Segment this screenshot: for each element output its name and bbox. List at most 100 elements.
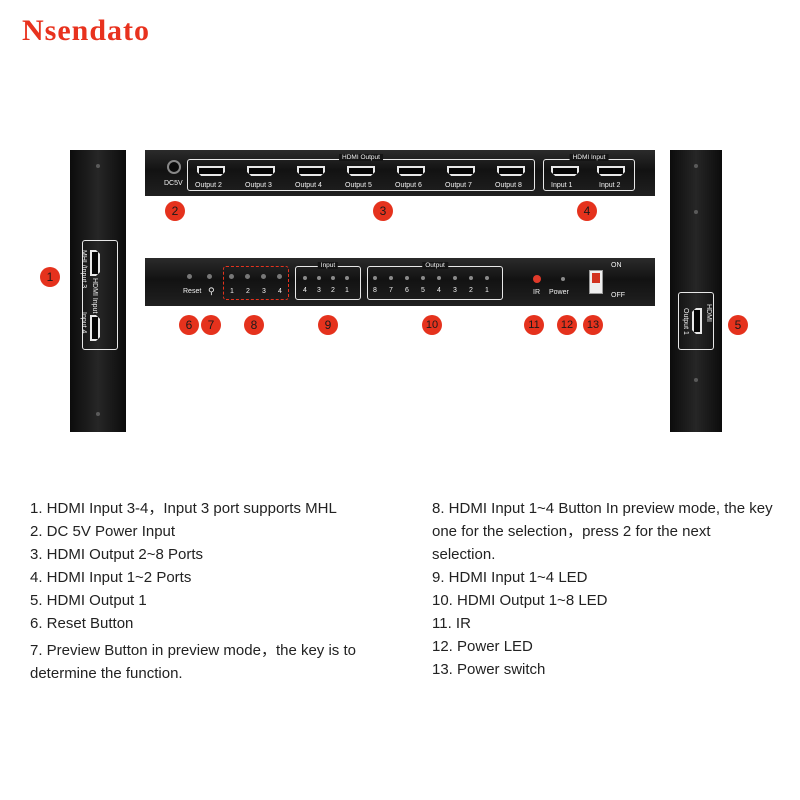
output-led-number-5: 5 bbox=[421, 287, 425, 294]
hdmi-port-input-2 bbox=[597, 166, 625, 176]
input-led-2 bbox=[331, 276, 335, 280]
legend-item-2: 2. DC 5V Power Input bbox=[30, 523, 176, 540]
output-led-title: Output bbox=[422, 262, 448, 269]
callout-2: 2 bbox=[165, 201, 185, 221]
hdmi-port-output-7 bbox=[447, 166, 475, 176]
output-led-number-8: 8 bbox=[373, 287, 377, 294]
legend-left: 1. HDMI Input 3-4，Input 3 port supports … bbox=[30, 497, 400, 685]
ir-receiver bbox=[533, 275, 541, 283]
callout-8: 8 bbox=[244, 315, 264, 335]
legend-item-12: 12. Power LED bbox=[432, 638, 533, 655]
input-led-number-3: 3 bbox=[317, 287, 321, 294]
callout-6: 6 bbox=[179, 315, 199, 335]
callout-1: 1 bbox=[40, 267, 60, 287]
button-number-4: 4 bbox=[278, 288, 282, 295]
switch-off-label: OFF bbox=[611, 292, 625, 299]
legend-item-11: 11. IR bbox=[432, 615, 471, 632]
callout-10: 10 bbox=[422, 315, 442, 335]
hdmi-port-output-4 bbox=[297, 166, 325, 176]
input-button-2[interactable] bbox=[245, 274, 250, 279]
output-led-3 bbox=[453, 276, 457, 280]
output-led-5 bbox=[421, 276, 425, 280]
output-led-6 bbox=[405, 276, 409, 280]
front-panel: Reset ⚲ 1 2 3 4 Input 4 3 2 1 Output 8 7… bbox=[145, 258, 655, 306]
screw bbox=[694, 210, 698, 214]
port-label-output-3: Output 3 bbox=[245, 182, 272, 189]
port-label-input-1: Input 1 bbox=[551, 182, 573, 189]
input-led-3 bbox=[317, 276, 321, 280]
output-group-title: HDMI Output bbox=[339, 154, 383, 161]
screw bbox=[96, 412, 100, 416]
output-led-number-4: 4 bbox=[437, 287, 441, 294]
legend-item-9: 9. HDMI Input 1~4 LED bbox=[432, 569, 588, 586]
output-led-number-7: 7 bbox=[389, 287, 393, 294]
screw bbox=[96, 164, 100, 168]
hdmi-port-output-8 bbox=[497, 166, 525, 176]
switch-on-label: ON bbox=[611, 262, 622, 269]
callout-11: 11 bbox=[524, 315, 544, 335]
port-label-output-2: Output 2 bbox=[195, 182, 222, 189]
port-label-input-2: Input 2 bbox=[599, 182, 621, 189]
screw bbox=[694, 164, 698, 168]
output-led-4 bbox=[437, 276, 441, 280]
input-led-1 bbox=[345, 276, 349, 280]
right-side-panel: HDMI Output 1 bbox=[670, 150, 722, 432]
hdmi-port-output-1 bbox=[692, 308, 702, 334]
legend-item-7: 7. Preview Button in preview mode，the ke… bbox=[30, 642, 356, 682]
hdmi-port-input-1 bbox=[551, 166, 579, 176]
output-led-number-6: 6 bbox=[405, 287, 409, 294]
callout-12: 12 bbox=[557, 315, 577, 335]
input-button-1[interactable] bbox=[229, 274, 234, 279]
legend-item-4: 4. HDMI Input 1~2 Ports bbox=[30, 569, 192, 586]
callout-7: 7 bbox=[201, 315, 221, 335]
power-switch-rocker bbox=[592, 273, 600, 283]
right-port-frame bbox=[678, 292, 714, 350]
screw bbox=[694, 378, 698, 382]
hdmi-port-mhl-input-3 bbox=[90, 250, 100, 276]
callout-4: 4 bbox=[577, 201, 597, 221]
legend-item-10: 10. HDMI Output 1~8 LED bbox=[432, 592, 608, 609]
hdmi-port-output-2 bbox=[197, 166, 225, 176]
brand-logo: Nsendato bbox=[22, 14, 151, 47]
input-button-3[interactable] bbox=[261, 274, 266, 279]
input-button-frame bbox=[223, 266, 289, 300]
output-led-number-3: 3 bbox=[453, 287, 457, 294]
input-led-number-2: 2 bbox=[331, 287, 335, 294]
power-led bbox=[561, 277, 565, 281]
port-label-mhl-input-3: MHL/Input 3 bbox=[80, 250, 87, 289]
input-led-number-1: 1 bbox=[345, 287, 349, 294]
preview-button[interactable] bbox=[207, 274, 212, 279]
input-led-title: Input bbox=[317, 262, 339, 269]
input-led-4 bbox=[303, 276, 307, 280]
output-led-number-2: 2 bbox=[469, 287, 473, 294]
legend-item-1: 1. HDMI Input 3-4，Input 3 port supports … bbox=[30, 500, 337, 517]
button-number-1: 1 bbox=[230, 288, 234, 295]
port-label-output-5: Output 5 bbox=[345, 182, 372, 189]
callout-9: 9 bbox=[318, 315, 338, 335]
port-label-output-6: Output 6 bbox=[395, 182, 422, 189]
callout-3: 3 bbox=[373, 201, 393, 221]
power-switch[interactable] bbox=[589, 270, 603, 294]
output-led-8 bbox=[373, 276, 377, 280]
reset-label: Reset bbox=[183, 288, 202, 295]
output-led-number-1: 1 bbox=[485, 287, 489, 294]
hdmi-port-output-6 bbox=[397, 166, 425, 176]
hdmi-port-output-3 bbox=[247, 166, 275, 176]
legend-item-6: 6. Reset Button bbox=[30, 615, 134, 632]
output-led-1 bbox=[485, 276, 489, 280]
legend-item-3: 3. HDMI Output 2~8 Ports bbox=[30, 546, 203, 563]
callout-13: 13 bbox=[583, 315, 603, 335]
rear-panel: DC5V HDMI Output Output 2 Output 3 Outpu… bbox=[145, 150, 655, 196]
dc-power-jack bbox=[167, 160, 181, 174]
button-number-3: 3 bbox=[262, 288, 266, 295]
legend-right: 8. HDMI Input 1~4 Button In preview mode… bbox=[432, 497, 782, 681]
legend-item-5: 5. HDMI Output 1 bbox=[30, 592, 147, 609]
preview-key-icon: ⚲ bbox=[208, 286, 215, 296]
left-port-frame bbox=[82, 240, 118, 350]
input-group-title: HDMI Input bbox=[569, 154, 609, 161]
port-label-input-4: Input 4 bbox=[80, 312, 87, 334]
reset-button[interactable] bbox=[187, 274, 192, 279]
hdmi-port-output-5 bbox=[347, 166, 375, 176]
power-label: Power bbox=[549, 289, 569, 296]
input-button-4[interactable] bbox=[277, 274, 282, 279]
